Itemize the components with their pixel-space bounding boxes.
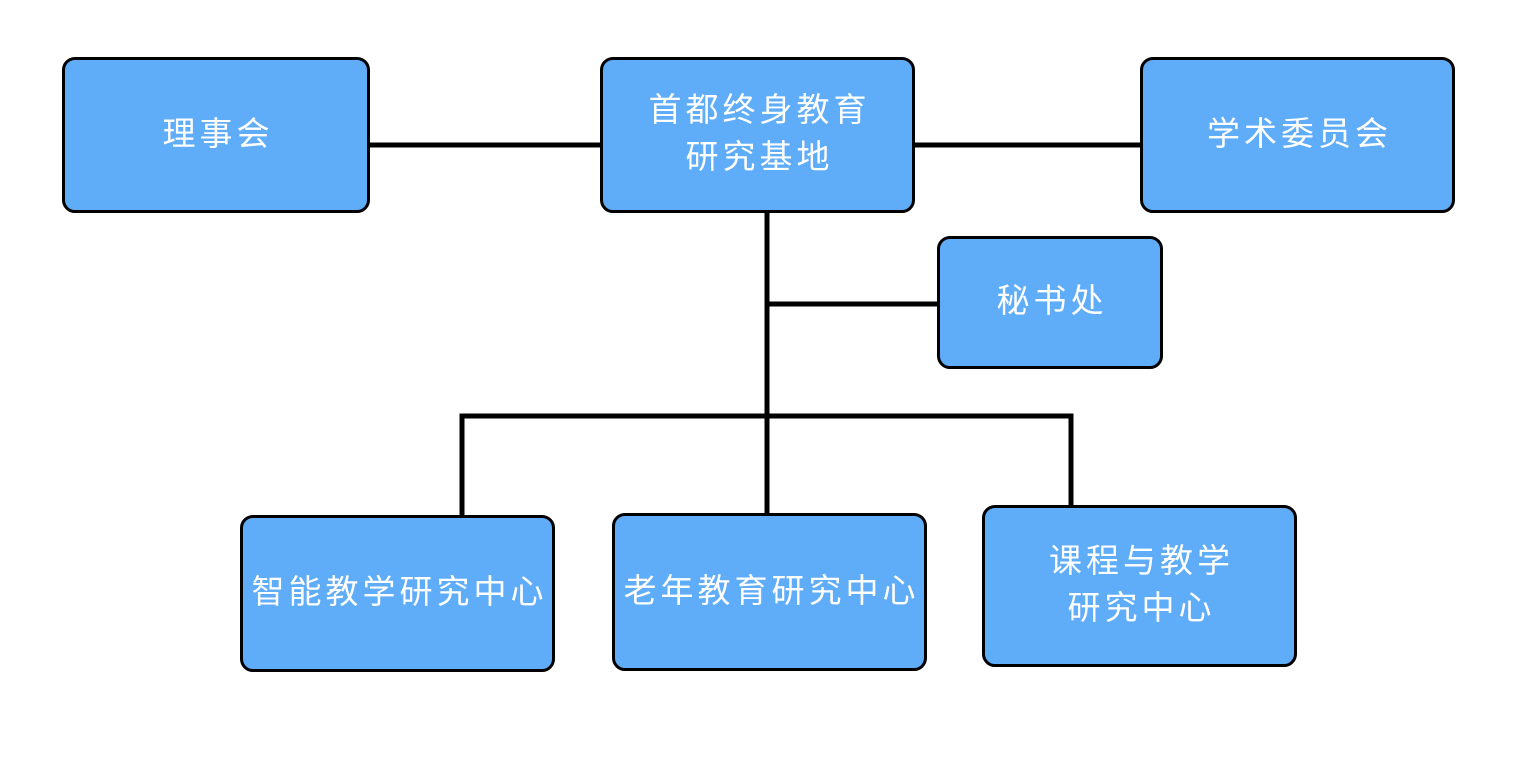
node-center-smart-teaching-label: 智能教学研究中心 xyxy=(251,575,548,611)
node-academic-committee-label: 学术委员会 xyxy=(1207,116,1392,153)
node-board: 理事会 xyxy=(62,57,370,213)
node-base-label-line1: 首都终身教育 xyxy=(648,93,871,129)
node-center-curriculum-teaching: 课程与教学 研究中心 xyxy=(982,505,1297,667)
node-secretariat-label: 秘书处 xyxy=(996,284,1108,320)
node-secretariat: 秘书处 xyxy=(937,236,1163,369)
node-base-label-line2: 研究基地 xyxy=(685,140,834,176)
connector-branch-rail xyxy=(459,413,1074,515)
node-base: 首都终身教育 研究基地 xyxy=(600,57,915,213)
node-center-elderly-education-label: 老年教育研究中心 xyxy=(623,573,920,610)
node-center-elderly-education: 老年教育研究中心 xyxy=(612,513,927,671)
node-academic-committee: 学术委员会 xyxy=(1140,57,1455,213)
node-center-smart-teaching: 智能教学研究中心 xyxy=(240,515,555,672)
node-center-curriculum-teaching-label-line2: 研究中心 xyxy=(1067,591,1216,627)
node-center-curriculum-teaching-label-line1: 课程与教学 xyxy=(1049,544,1234,580)
node-board-label: 理事会 xyxy=(162,116,274,153)
